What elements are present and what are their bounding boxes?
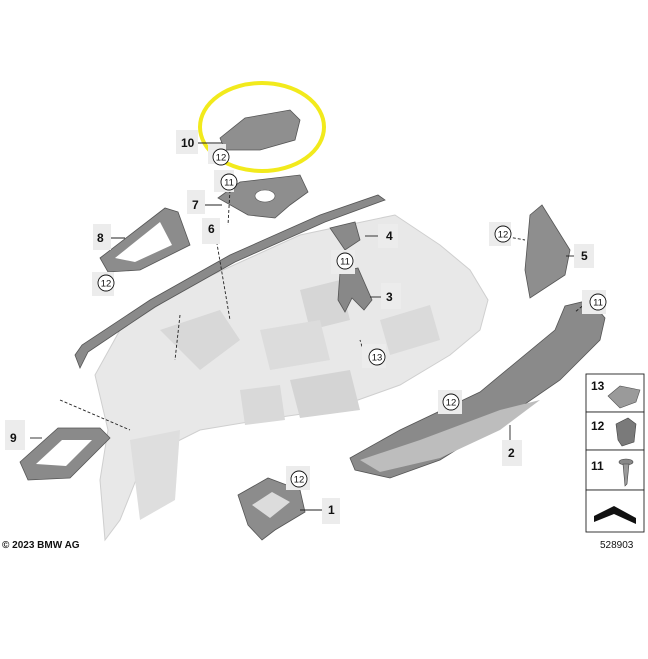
circle-callout-12-e-text: 12 — [294, 475, 305, 486]
part-6-top-trim — [74, 194, 386, 369]
circle-callout-12-c-text: 12 — [498, 230, 509, 241]
clip-12-icon — [615, 417, 637, 447]
circle-callout-11-b-text: 11 — [340, 257, 350, 268]
copyright: © 2023 BMW AG — [2, 540, 80, 551]
part-1-opening — [252, 492, 290, 518]
part-8-opening — [115, 222, 172, 262]
clip-13-icon — [607, 385, 641, 409]
circle-callout-11-a-text: 11 — [224, 178, 234, 189]
part-3-bracket — [337, 267, 373, 313]
callout-2: 2 — [508, 446, 515, 460]
circle-callout-12-b-text: 12 — [101, 279, 112, 290]
part-9-opening — [36, 440, 92, 466]
circle-callout-12-d — [442, 393, 460, 411]
circle-callout-12-d-text: 12 — [446, 398, 457, 409]
callout-8-bg — [93, 224, 111, 250]
callout-8: 8 — [97, 231, 104, 245]
callout-1-bg — [322, 498, 340, 524]
callout-1: 1 — [328, 503, 335, 517]
circle-callout-12-b — [97, 274, 115, 292]
legend-row-13-label: 13 — [591, 379, 605, 393]
circle-callout-11-b — [336, 252, 354, 270]
callout-2-bg — [502, 440, 522, 466]
circle-callout-12-e — [290, 470, 308, 488]
part-10-speaker-cover — [219, 109, 301, 151]
callout-5: 5 — [581, 249, 588, 263]
highlight-ellipse — [198, 81, 326, 173]
callout-7-bg — [187, 190, 205, 214]
callout-10-bg — [176, 130, 198, 154]
callout-labels: 10 7 8 6 4 3 5 2 1 9 — [5, 130, 594, 524]
circle-callout-11-c — [589, 293, 607, 311]
legend-row-11-label: 11 — [591, 459, 604, 473]
callout-4: 4 — [386, 229, 393, 243]
seal-strip-icon — [594, 506, 636, 524]
part-2-inner — [360, 400, 540, 472]
circle-callouts: 12 11 12 12 11 11 13 12 12 — [92, 144, 607, 490]
callout-3: 3 — [386, 290, 393, 304]
fastener-legend: 13 12 11 — [585, 373, 645, 533]
circle-callout-12-a — [212, 148, 230, 166]
legend-row-11 — [585, 449, 645, 491]
callout-9: 9 — [10, 431, 17, 445]
circle-callout-11-a — [220, 173, 238, 191]
callout-5-bg — [574, 244, 594, 268]
part-7-opening — [254, 189, 276, 203]
circle-callout-13-a — [368, 348, 386, 366]
part-5-side-cover — [524, 204, 571, 299]
callout-7: 7 — [192, 198, 199, 212]
circle-callout-11-c-text: 11 — [593, 298, 603, 309]
part-4-wedge — [329, 221, 361, 251]
callout-3-bg — [381, 283, 401, 309]
callout-9-bg — [5, 420, 25, 450]
circle-callout-12-a-text: 12 — [216, 153, 227, 164]
circle-callout-12-c — [494, 225, 512, 243]
diagram-number: 528903 — [600, 540, 634, 551]
part-2-lower-trim — [349, 299, 606, 479]
callout-6: 6 — [208, 222, 215, 236]
circle-callout-13-a-text: 13 — [372, 353, 383, 364]
callout-10: 10 — [181, 136, 195, 150]
callout-4-bg — [378, 224, 398, 248]
callout-6-bg — [202, 218, 220, 244]
legend-row-12-label: 12 — [591, 419, 605, 433]
